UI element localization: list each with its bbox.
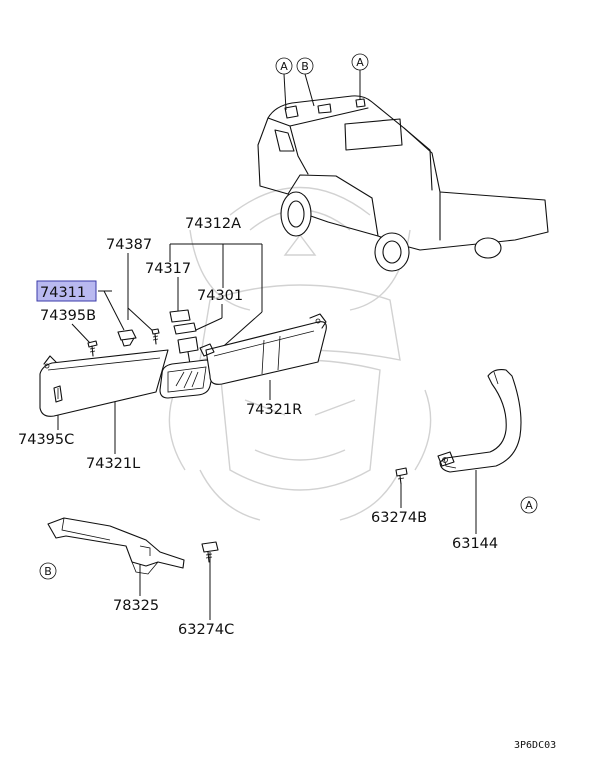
callout-bracket-b: B: [39, 562, 57, 580]
assist-grip: [437, 369, 522, 473]
part-number-74301[interactable]: 74301: [197, 288, 243, 304]
callout-letter: B: [44, 565, 52, 578]
leader-lines: [57, 243, 477, 620]
mirror-mount: [169, 309, 199, 365]
part-number-74321l[interactable]: 74321L: [86, 456, 140, 472]
diagram-code: 3P6DC03: [514, 740, 556, 751]
sun-visor-right: [199, 313, 327, 385]
screw-74387: [151, 328, 160, 345]
callout-vehicle-a-right: A: [351, 53, 369, 100]
callout-letter: A: [280, 60, 288, 73]
part-number-78325[interactable]: 78325: [113, 598, 159, 614]
part-number-74395b[interactable]: 74395B: [40, 308, 96, 324]
part-number-63274b[interactable]: 63274B: [371, 510, 427, 526]
rear-view-mirror: [159, 359, 215, 399]
vehicle-illustration: [257, 95, 549, 272]
part-number-74321r[interactable]: 74321R: [246, 402, 302, 418]
screw-63274c: [201, 541, 219, 563]
part-number-74317[interactable]: 74317: [145, 261, 191, 277]
part-number-74312a[interactable]: 74312A: [185, 216, 241, 232]
callout-letter: A: [356, 56, 364, 69]
clip-74311: [117, 329, 137, 347]
part-number-63144[interactable]: 63144: [452, 536, 498, 552]
callout-grip-a: A: [520, 496, 538, 514]
part-number-74395c[interactable]: 74395C: [18, 432, 74, 448]
sun-visor-left: [39, 349, 169, 417]
callout-letter: B: [301, 60, 309, 73]
callout-vehicle-a-left: A: [275, 57, 293, 111]
part-number-63274c[interactable]: 63274C: [178, 622, 234, 638]
part-number-74387[interactable]: 74387: [106, 237, 152, 253]
screw-63274b: [395, 467, 408, 485]
callout-vehicle-b: B: [296, 57, 315, 107]
bracket-78325: [47, 517, 185, 575]
screw-74395b: [87, 340, 98, 357]
highlighted-part-74311[interactable]: 74311: [36, 280, 125, 331]
part-number-74311: 74311: [40, 285, 86, 301]
callout-letter: A: [525, 499, 533, 512]
